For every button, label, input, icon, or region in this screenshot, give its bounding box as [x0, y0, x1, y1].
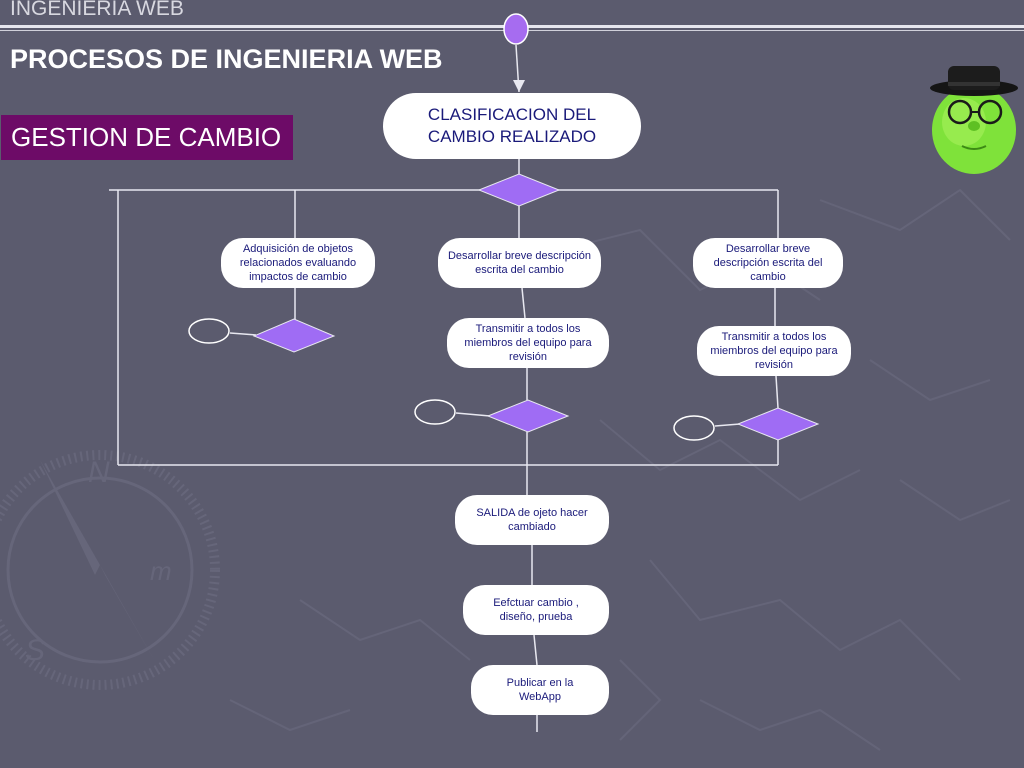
decision-diamond-right — [736, 407, 820, 441]
end-node-right — [673, 415, 715, 441]
green-face-hat-glasses-icon — [930, 66, 1018, 174]
page-title: PROCESOS DE INGENIERIA WEB — [10, 44, 443, 74]
node-acquire-objects: Adquisición de objetos relacionados eval… — [221, 238, 375, 288]
node-classification: CLASIFICACION DEL CAMBIO REALIZADO — [383, 93, 641, 159]
node-transmit-right: Transmitir a todos los miembros del equi… — [697, 326, 851, 376]
node-make-change: Eefctuar cambio , diseño, prueba — [463, 585, 609, 635]
node-publish: Publicar en la WebApp — [471, 665, 609, 715]
header-title: INGENIERIA WEB — [10, 0, 184, 20]
section-title: GESTION DE CAMBIO — [1, 115, 293, 160]
decision-diamond-main — [477, 173, 561, 207]
svg-text:m: m — [150, 556, 172, 586]
end-node-center — [414, 399, 456, 425]
svg-text:N: N — [88, 456, 110, 489]
svg-text:S: S — [25, 634, 45, 667]
node-checkout: SALIDA de ojeto hacer cambiado — [455, 495, 609, 545]
start-node — [503, 13, 529, 45]
end-node-left — [188, 318, 230, 344]
node-describe-change-center: Desarrollar breve descripción escrita de… — [438, 238, 601, 288]
node-transmit-center: Transmitir a todos los miembros del equi… — [447, 318, 609, 368]
decision-diamond-left — [252, 318, 336, 353]
node-describe-change-right: Desarrollar breve descripción escrita de… — [693, 238, 843, 288]
decision-diamond-center — [486, 399, 570, 433]
